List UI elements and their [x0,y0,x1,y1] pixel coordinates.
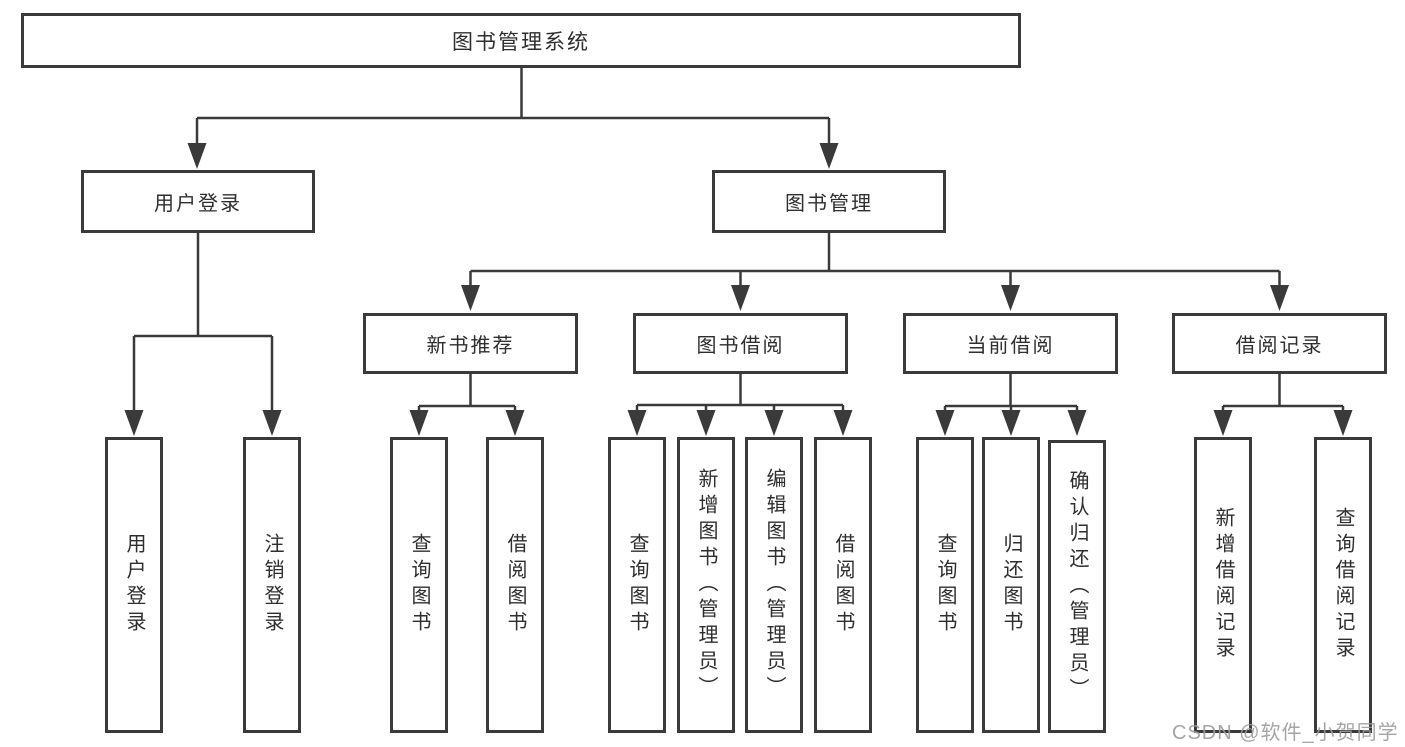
leaf-user-login: 用户登录 [105,437,163,733]
leaf-edit-book-admin: 编辑图书（管理员） [745,437,803,733]
leaf-return-books: 归还图书 [982,437,1040,733]
leaf-borrow-books-recommend: 借阅图书 [486,437,544,733]
node-book-management: 图书管理 [712,170,946,233]
csdn-watermark: CSDN @软件_小贺同学 [1172,722,1399,744]
leaf-query-books-current: 查询图书 [916,437,974,733]
node-book-borrowing: 图书借阅 [633,313,848,374]
connector-book-borrow-to-leaves [627,374,853,436]
connector-new-book-to-leaves [409,374,525,436]
leaf-query-books-borrow: 查询图书 [608,437,666,733]
connector-book-management-to-level3 [461,233,1289,311]
connector-borrow-records-to-leaves [1213,374,1353,436]
leaf-query-borrow-record: 查询借阅记录 [1314,437,1372,733]
leaf-confirm-return-admin: 确认归还（管理员） [1048,440,1106,733]
node-user-login: 用户登录 [81,170,315,233]
node-current-borrowing: 当前借阅 [903,313,1118,374]
node-library-management-system: 图书管理系统 [21,13,1021,68]
connector-root-to-level2 [187,68,839,169]
connector-current-borrow-to-leaves [935,374,1087,436]
leaf-logout: 注销登录 [243,437,301,733]
connector-user-login-to-leaves [124,233,282,436]
node-new-book-recommendation: 新书推荐 [363,313,578,374]
leaf-query-books-recommend: 查询图书 [390,437,448,733]
leaf-borrow-books: 借阅图书 [814,437,872,733]
leaf-add-book-admin: 新增图书（管理员） [677,437,735,733]
node-borrowing-records: 借阅记录 [1172,313,1387,374]
leaf-add-borrow-record: 新增借阅记录 [1194,437,1252,733]
